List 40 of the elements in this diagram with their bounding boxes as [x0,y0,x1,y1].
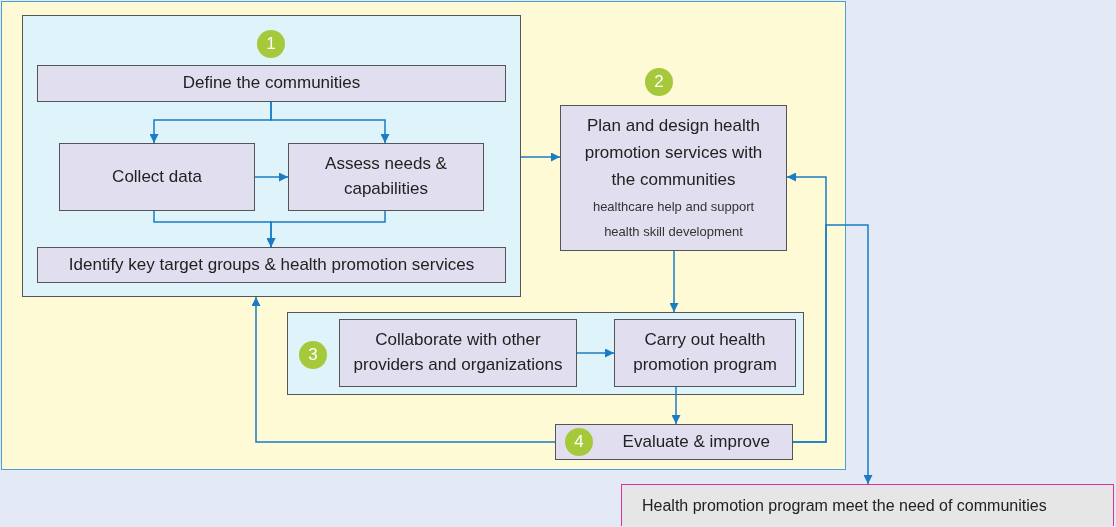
step-number-badge [257,30,285,58]
step-number-badge [645,68,673,96]
step-label: Define the communities [182,72,361,95]
arrow [266,210,386,248]
process-box [555,424,793,460]
step-label: Identify key target groups & health promotion services [68,253,475,276]
outcome-box [621,484,1114,526]
arrow [792,224,873,485]
step-label: Carry out health promotion program [632,329,778,376]
stage-panel [22,15,521,297]
outer-panel [1,1,846,470]
arrow [254,172,289,182]
step-detail: health skill development [604,222,743,241]
process-box [560,105,787,251]
step-number-badge [299,341,327,369]
process-box [288,143,484,211]
step-number-badge [565,428,593,456]
step-label: Collaborate with other providers and organizations [352,329,564,376]
step-label: Assess needs & capabilities [324,153,448,200]
step-title: Plan and design health promotion services with the communities [583,114,764,191]
step-label: Evaluate & improve [622,431,770,454]
step-number: 2 [654,71,664,94]
arrow [520,152,561,162]
step-number: 1 [266,33,276,56]
arrow [671,386,681,425]
process-box [37,65,506,102]
stage-panel [287,312,804,395]
step-label: Health promotion program meet the need of communities [642,495,1047,516]
step-detail: healthcare help and support [592,198,755,217]
arrow [270,101,390,144]
step-number: 4 [574,431,584,454]
process-box [339,319,577,387]
step-label: Collect data [112,165,202,188]
step-number: 3 [308,344,318,367]
process-box [37,247,506,283]
process-box [59,143,255,211]
arrow [576,348,615,358]
arrow [669,250,679,313]
arrow [251,296,556,443]
process-box [614,319,796,387]
